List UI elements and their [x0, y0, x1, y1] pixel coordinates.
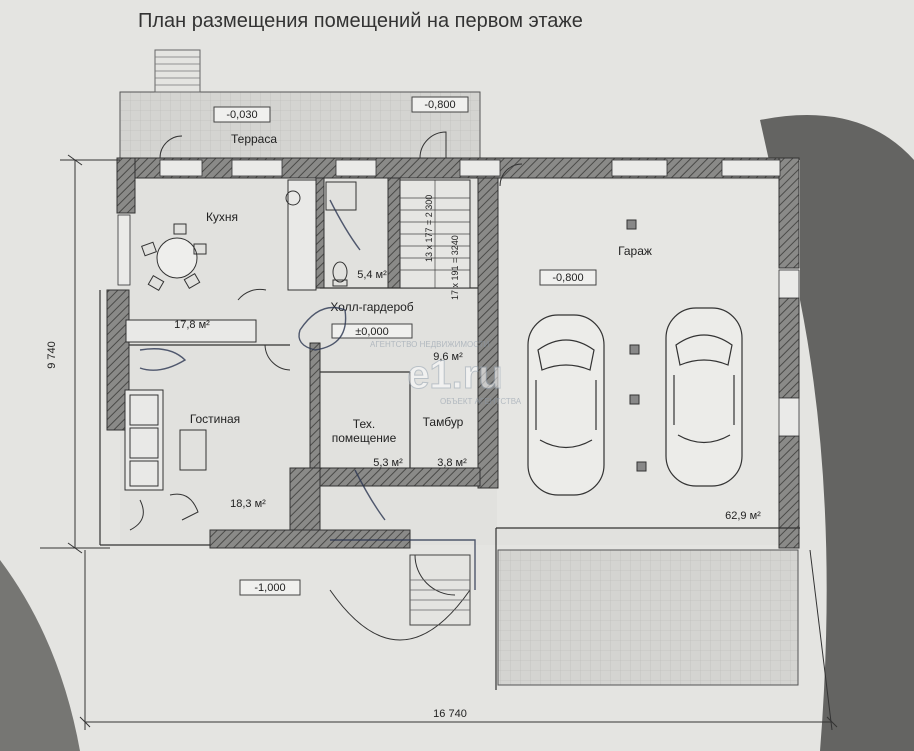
living-area: 18,3 м²	[230, 498, 266, 510]
kitchen-label: Кухня	[206, 210, 238, 224]
living-label: Гостиная	[190, 412, 240, 426]
entrance-level-box	[411, 96, 469, 113]
terrace-level-box	[213, 106, 271, 123]
windows	[117, 159, 800, 437]
kitchen-area: 17,8 м²	[174, 319, 210, 331]
dimension-lines	[40, 154, 838, 731]
door-swings	[159, 131, 523, 641]
terrace-label: Терраса	[231, 132, 277, 146]
ground-level-box	[239, 579, 301, 596]
garage-drains	[626, 219, 647, 472]
tech-area: 5,3 м²	[373, 457, 403, 469]
terrace-level: -0,030	[226, 109, 257, 121]
stairs-spec-2: 17 x 191 = 3240	[450, 235, 460, 300]
bath-area: 5,4 м²	[357, 269, 387, 281]
vestibule-area: 3,8 м²	[437, 457, 467, 469]
kitchen-furniture	[125, 179, 317, 343]
hall-area: 9,6 м²	[433, 351, 463, 363]
handwritten-marks	[139, 199, 476, 590]
garage-area: 62,9 м²	[725, 510, 761, 522]
tech-label-2: помещение	[332, 431, 397, 445]
living-furniture	[124, 389, 207, 531]
hall-level-box	[331, 323, 413, 339]
driveway	[497, 549, 799, 686]
watermark-line2: ОБЪЕКТ АГЕНТСТВА	[440, 397, 522, 406]
shadow-left	[0, 560, 80, 751]
garage-label: Гараж	[618, 244, 652, 258]
garage-level: -0,800	[552, 272, 583, 284]
stairs-spec-1: 13 x 177 = 2 300	[424, 195, 434, 262]
car-left	[527, 314, 605, 496]
garage-level-box	[539, 269, 597, 286]
hall-level: ±0,000	[355, 326, 389, 338]
walls	[106, 157, 800, 549]
width-dimension: 16 740	[433, 708, 467, 720]
height-dimension: 9 740	[46, 341, 58, 369]
car-right	[665, 307, 743, 487]
watermark-line1: АГЕНТСТВО НЕДВИЖИМОСТИ	[370, 340, 490, 349]
bathroom-fixtures	[325, 181, 357, 287]
tech-label-1: Тех.	[353, 417, 375, 431]
watermark-logo: e1.ru	[407, 353, 503, 397]
hall-label: Холл-гардероб	[330, 300, 413, 314]
vestibule-label: Тамбур	[423, 415, 464, 429]
ground-level: -1,000	[254, 582, 285, 594]
plan-title: План размещения помещений на первом этаж…	[138, 10, 583, 32]
watermark: e1.ru АГЕНТСТВО НЕДВИЖИМОСТИ ОБЪЕКТ АГЕН…	[370, 340, 522, 406]
entrance-level: -0,800	[424, 99, 455, 111]
